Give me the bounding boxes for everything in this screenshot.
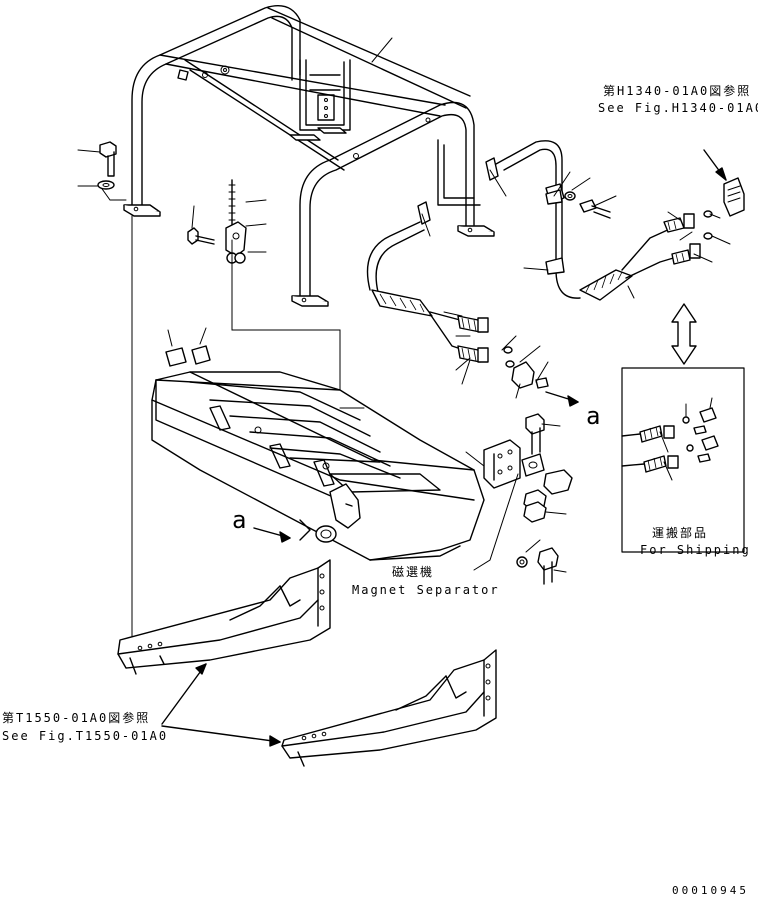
- reference-h1340-jp: 第H1340-01A0図参照: [603, 83, 751, 98]
- shipping-label-en: For Shipping: [640, 543, 751, 557]
- arrow-label-a-left: a: [232, 506, 246, 534]
- reference-t1550-jp: 第T1550-01A0図参照: [2, 710, 150, 725]
- chain-hanger: [187, 179, 267, 331]
- hose-assembly-right: [417, 140, 745, 301]
- magnet-separator-label-en: Magnet Separator: [352, 583, 500, 597]
- mounting-bracket: [465, 413, 573, 585]
- t1550-arrows: [161, 663, 281, 747]
- shipping-box: [621, 367, 745, 553]
- arrow-a-left: a: [232, 506, 291, 543]
- magnet-separator-label-jp: 磁選機: [392, 564, 434, 579]
- roll-frame: [123, 5, 495, 307]
- bracket-right: [281, 649, 497, 767]
- double-arrow: [671, 303, 697, 365]
- stickers: [165, 327, 211, 367]
- arrow-label-a-right: a: [586, 402, 600, 430]
- shipping-label-jp: 運搬部品: [652, 525, 708, 540]
- frame-leaders: [77, 37, 393, 201]
- drawing-code: 00010945: [672, 884, 749, 897]
- bracket-left: [117, 215, 331, 675]
- magnet-separator: [151, 329, 485, 561]
- bolt-left: [97, 141, 117, 190]
- reference-t1550-en: See Fig.T1550-01A0: [2, 729, 168, 743]
- reference-h1340-en: See Fig.H1340-01A0: [598, 101, 758, 115]
- hose-assembly-centre: [366, 221, 579, 407]
